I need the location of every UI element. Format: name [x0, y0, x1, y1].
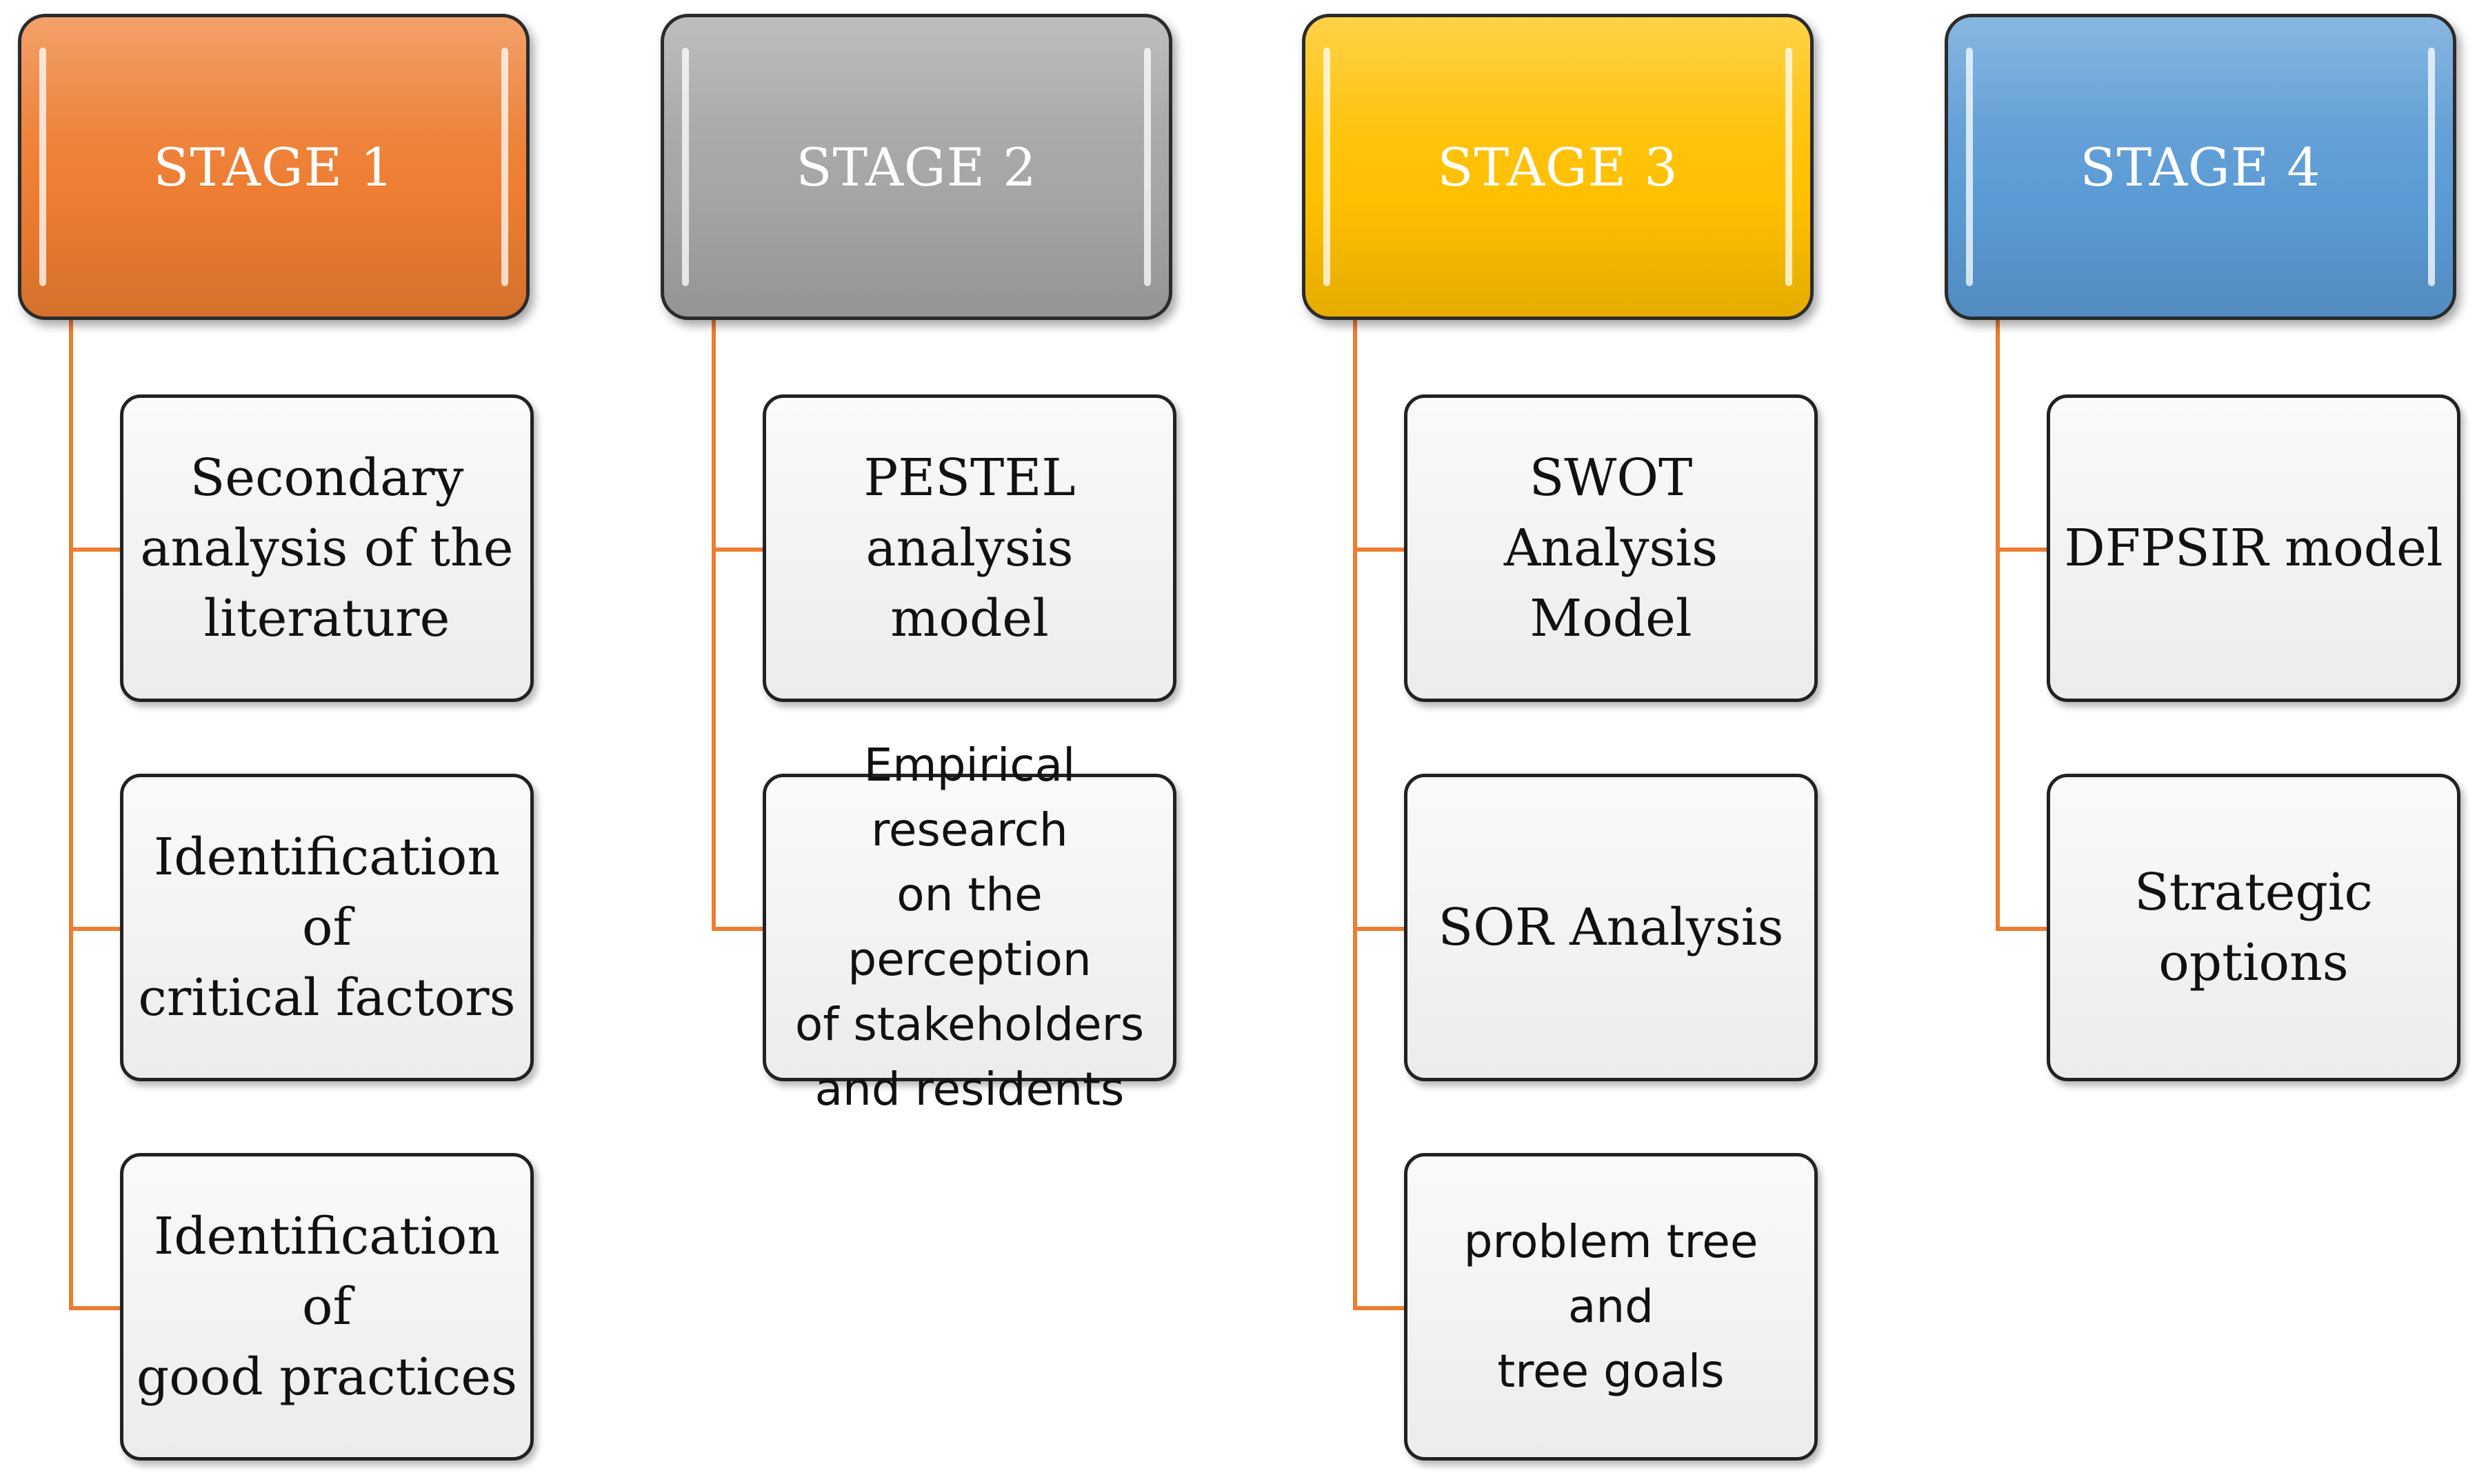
- stage-4-connector-vertical: [1996, 319, 2000, 931]
- stage-2-header: STAGE 2: [661, 14, 1172, 320]
- stage-4-step-strategic-options: Strategic options: [2047, 774, 2460, 1081]
- stage-1-step-critical-factors: Identification of critical factors: [120, 774, 534, 1081]
- stage-3-connector-vertical: [1353, 319, 1357, 1310]
- stage-4-step-dfpsir: DFPSIR model: [2047, 394, 2460, 702]
- stage-1-step-good-practices: Identification of good practices: [120, 1153, 534, 1461]
- header-highlight: [682, 48, 689, 286]
- stage-3-title: STAGE 3: [1437, 136, 1678, 198]
- stage-4-title: STAGE 4: [2080, 136, 2321, 198]
- stage-2-step-pestel: PESTEL analysis model: [763, 394, 1176, 702]
- stage-1-connector-branch: [69, 1306, 120, 1310]
- stage-2-connector-vertical: [712, 319, 716, 931]
- stage-3-connector-branch: [1353, 927, 1404, 931]
- header-highlight: [1323, 48, 1330, 286]
- stage-1-connector-vertical: [69, 319, 73, 1310]
- stage-3-step-sor: SOR Analysis: [1404, 774, 1818, 1081]
- header-highlight: [1966, 48, 1973, 286]
- stage-3-step-problem-tree: problem tree and tree goals: [1404, 1153, 1818, 1461]
- stage-2-step-empirical-research: Empirical research on the perception of …: [763, 739, 1176, 1116]
- stage-3-connector-branch: [1353, 548, 1404, 552]
- stage-1-header: STAGE 1: [18, 14, 530, 320]
- stage-1-title: STAGE 1: [153, 136, 394, 198]
- header-highlight: [39, 48, 46, 286]
- stage-2-connector-branch: [712, 548, 763, 552]
- header-highlight: [1144, 48, 1151, 286]
- stage-1-connector-branch: [69, 548, 120, 552]
- stage-3-step-swot: SWOT Analysis Model: [1404, 394, 1818, 702]
- stage-4-connector-branch: [1996, 927, 2047, 931]
- header-highlight: [2428, 48, 2435, 286]
- stage-3-header: STAGE 3: [1302, 14, 1814, 320]
- header-highlight: [501, 48, 508, 286]
- header-highlight: [1785, 48, 1792, 286]
- stage-3-connector-branch: [1353, 1306, 1404, 1310]
- stage-2-connector-branch: [712, 927, 763, 931]
- stage-2-title: STAGE 2: [796, 136, 1037, 198]
- stage-4-header: STAGE 4: [1945, 14, 2456, 320]
- stage-4-connector-branch: [1996, 548, 2047, 552]
- stage-1-step-literature-analysis: Secondary analysis of the literature: [120, 394, 534, 702]
- stage-1-connector-branch: [69, 927, 120, 931]
